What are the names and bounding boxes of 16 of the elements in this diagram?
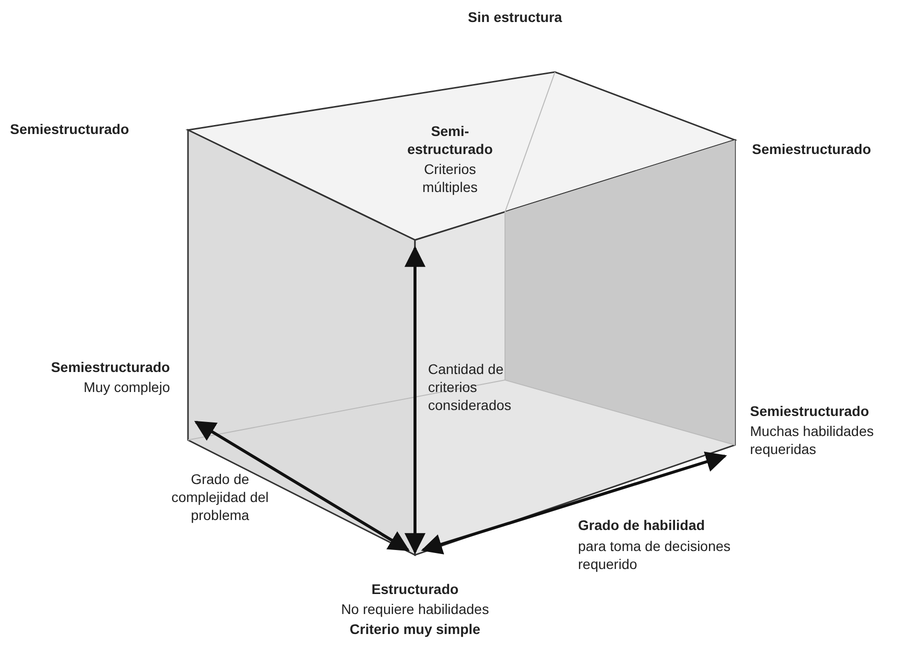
corner-note: Muy complejo: [82, 378, 170, 396]
corner-label: Semiestructurado: [10, 120, 130, 138]
axis-label: Grado de habilidad: [578, 516, 706, 534]
corner-note: Criterios múltiples: [421, 160, 479, 196]
axis-label: Grado de complejidad del problema: [170, 470, 270, 524]
corner-note: Muchas habilidades requeridas: [750, 422, 875, 458]
axis-label: para toma de decisiones requerido: [578, 537, 732, 573]
corner-label: Sin estructura: [466, 8, 564, 26]
corner-label: Semiestructurado: [750, 402, 870, 420]
corner-note: Criterio muy simple: [348, 620, 482, 638]
corner-label: Semiestructurado: [752, 140, 872, 158]
corner-label: Semiestructurado: [50, 358, 170, 376]
corner-label: Estructurado: [370, 580, 460, 598]
corner-label: Semi-estructurado: [406, 122, 494, 158]
axis-label: Cantidad de criterios considerados: [428, 360, 512, 414]
corner-note: No requiere habilidades: [340, 600, 490, 618]
